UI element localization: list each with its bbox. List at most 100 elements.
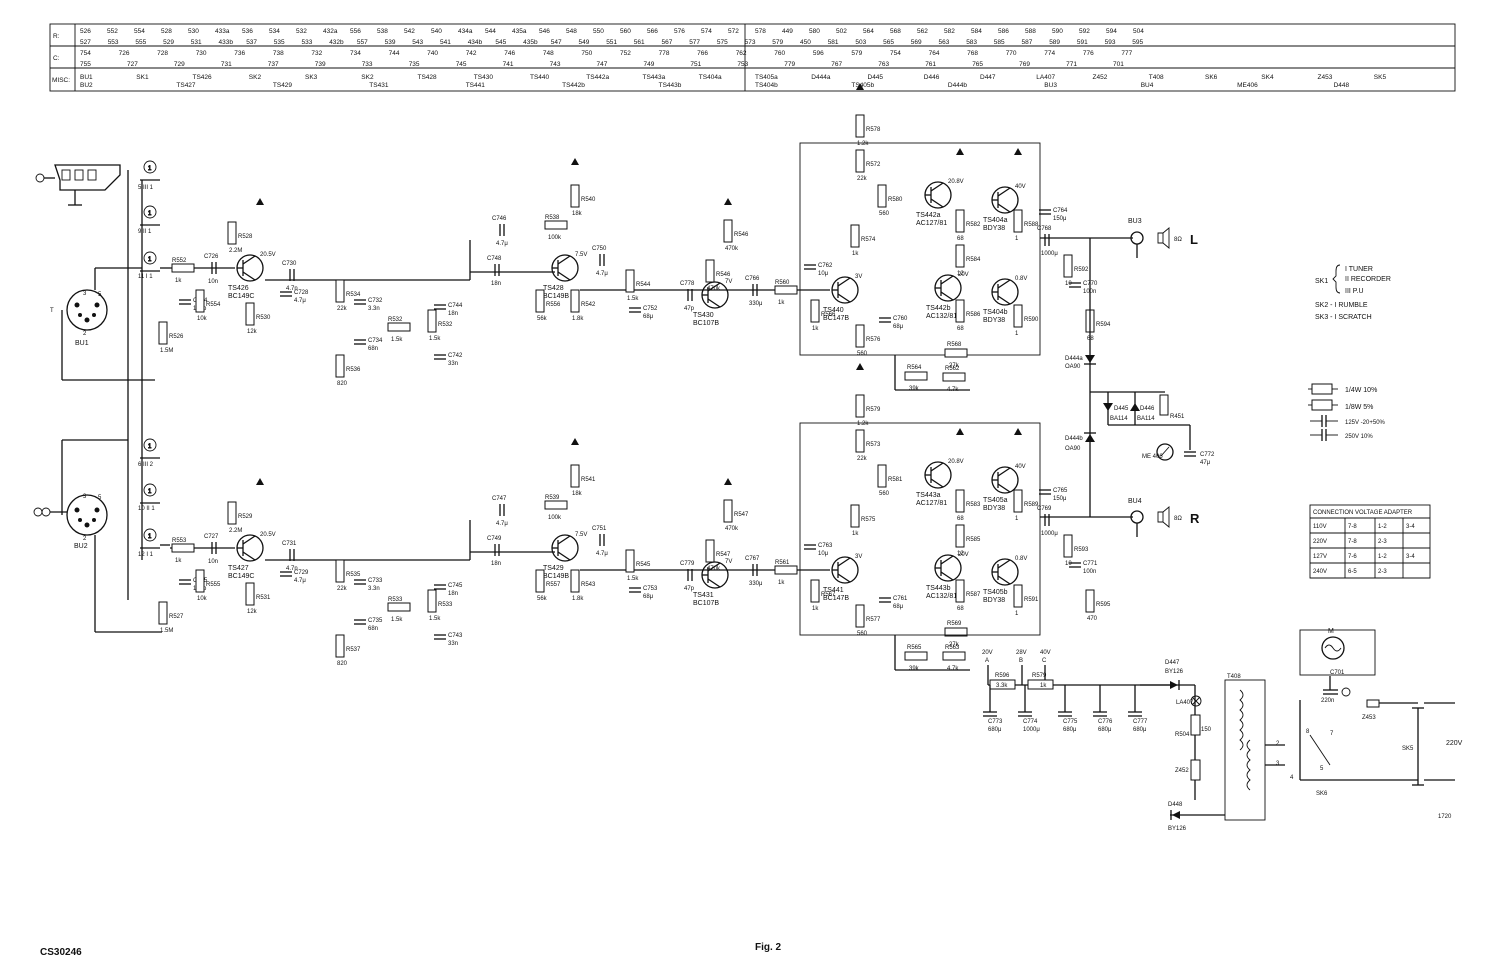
resistor-value: 820 bbox=[337, 661, 348, 667]
transistor-voltage: 20V bbox=[958, 272, 969, 278]
resistor bbox=[774, 285, 798, 295]
header-cell: TS440 bbox=[530, 74, 550, 81]
resistor bbox=[227, 221, 237, 245]
capacitor-value: 330μ bbox=[749, 581, 763, 587]
svg-text:1: 1 bbox=[148, 534, 152, 540]
supply-arrow-icon bbox=[856, 363, 864, 370]
resistor bbox=[1013, 584, 1023, 608]
svg-text:5: 5 bbox=[98, 495, 102, 501]
svg-text:1: 1 bbox=[148, 257, 152, 263]
header-cell: SK5 bbox=[1374, 74, 1387, 81]
header-cell: SK1 bbox=[136, 74, 149, 81]
supply-arrow-icon bbox=[724, 478, 732, 485]
resistor-value: 1k bbox=[778, 580, 785, 586]
capacitor-ref: C765 bbox=[1053, 488, 1068, 494]
supply-cap-value: 680μ bbox=[1098, 727, 1112, 733]
bias-resistor bbox=[942, 372, 966, 382]
pickup-icon bbox=[35, 173, 45, 183]
header-cell: 741 bbox=[503, 61, 514, 68]
resistor-value: 18k bbox=[572, 491, 583, 497]
adapter-cell: 220V bbox=[1313, 539, 1327, 545]
resistor-ref: R589 bbox=[1024, 502, 1039, 508]
header-cell: 541 bbox=[440, 39, 451, 46]
bias-resistor-ref: R563 bbox=[945, 645, 960, 651]
capacitor-ref: C732 bbox=[368, 298, 383, 304]
header-cell: SK2 bbox=[249, 74, 262, 81]
transistor-ref: TS428 bbox=[543, 285, 564, 292]
resistor-value: 560 bbox=[857, 631, 868, 637]
transistor-ref: TS430 bbox=[693, 312, 714, 319]
capacitor-value: 68μ bbox=[643, 314, 654, 320]
resistor-value: 12 bbox=[957, 271, 964, 277]
resistor-ref: R535 bbox=[346, 572, 361, 578]
resistor bbox=[855, 324, 865, 348]
header-cell: 774 bbox=[1044, 50, 1055, 57]
header-cell: 561 bbox=[634, 39, 645, 46]
resistor-value: 2.2M bbox=[229, 528, 242, 534]
resistor-value: 1.8k bbox=[572, 316, 584, 322]
svg-text:5 III 1: 5 III 1 bbox=[138, 185, 154, 191]
capacitor-value: 4.7μ bbox=[496, 241, 508, 247]
adapter-cell: 127V bbox=[1313, 554, 1327, 560]
header-cell: 768 bbox=[967, 50, 978, 57]
header-cell: 738 bbox=[273, 50, 284, 57]
header-cell: 731 bbox=[221, 61, 232, 68]
resistor bbox=[245, 582, 255, 606]
header-cell: 763 bbox=[878, 61, 889, 68]
header-cell: 450 bbox=[800, 39, 811, 46]
bu4-label: BU4 bbox=[1128, 498, 1142, 505]
resistor bbox=[855, 149, 865, 173]
supply-arrow-icon bbox=[571, 158, 579, 165]
header-cell: 579 bbox=[851, 50, 862, 57]
header-cell: TS430 bbox=[474, 74, 494, 81]
capacitor-ref: C753 bbox=[643, 586, 658, 592]
header-cell: 596 bbox=[813, 50, 824, 57]
capacitor-ref: C730 bbox=[282, 261, 297, 267]
resistor bbox=[570, 464, 580, 488]
resistor-ref: R585 bbox=[966, 537, 981, 543]
header-cell: 555 bbox=[135, 39, 146, 46]
power-supply: 20V 28V 40V A B C R596 3.3k R579 1k C773… bbox=[982, 628, 1463, 832]
diode-d445-icon bbox=[1103, 403, 1113, 411]
power-amp-frame bbox=[799, 422, 1041, 636]
header-cell: 776 bbox=[1083, 50, 1094, 57]
resistor-value: 68 bbox=[957, 516, 964, 522]
header-cell: 556 bbox=[350, 28, 361, 35]
transistor-voltage: 3V bbox=[855, 274, 862, 280]
resistor-ref: R552 bbox=[172, 258, 187, 264]
header-cell: TS441 bbox=[466, 82, 486, 89]
header-cell: 754 bbox=[890, 50, 901, 57]
resistor bbox=[1063, 254, 1073, 278]
header-cell: 751 bbox=[690, 61, 701, 68]
header-cell: SK3 bbox=[305, 74, 318, 81]
resistor-ref: R545 bbox=[636, 562, 651, 568]
resistor-ref: R581 bbox=[888, 477, 903, 483]
svg-text:20V: 20V bbox=[982, 650, 993, 656]
resistor-value: 560 bbox=[879, 211, 890, 217]
resistor bbox=[427, 309, 437, 333]
resistor-ref: R580 bbox=[888, 197, 903, 203]
bias-resistor-ref: R562 bbox=[945, 366, 960, 372]
svg-text:R504: R504 bbox=[1175, 732, 1190, 738]
sheet-number: 1720 bbox=[1438, 814, 1452, 820]
diode-d444b-icon bbox=[1085, 434, 1095, 442]
header-cell: TS427 bbox=[176, 82, 196, 89]
capacitor-ref: C729 bbox=[294, 570, 309, 576]
resistor-value: 1 bbox=[1015, 331, 1019, 337]
resistor bbox=[1013, 489, 1023, 513]
svg-text:A: A bbox=[985, 658, 989, 664]
resistor-ref: R592 bbox=[1074, 267, 1089, 273]
svg-text:3: 3 bbox=[1276, 761, 1280, 767]
resistor-ref: R531 bbox=[256, 595, 271, 601]
supply-arrow-icon bbox=[256, 478, 264, 485]
capacitor-ref: C734 bbox=[368, 338, 383, 344]
transistor-type: BC149C bbox=[228, 573, 254, 580]
capacitor-value: 68n bbox=[368, 626, 378, 632]
adapter-cell: 2-3 bbox=[1378, 539, 1387, 545]
resistor-value: 68 bbox=[957, 326, 964, 332]
svg-text:220n: 220n bbox=[1321, 698, 1334, 704]
header-cell: 432b bbox=[329, 39, 344, 46]
resistor-value: 470k bbox=[725, 526, 739, 532]
